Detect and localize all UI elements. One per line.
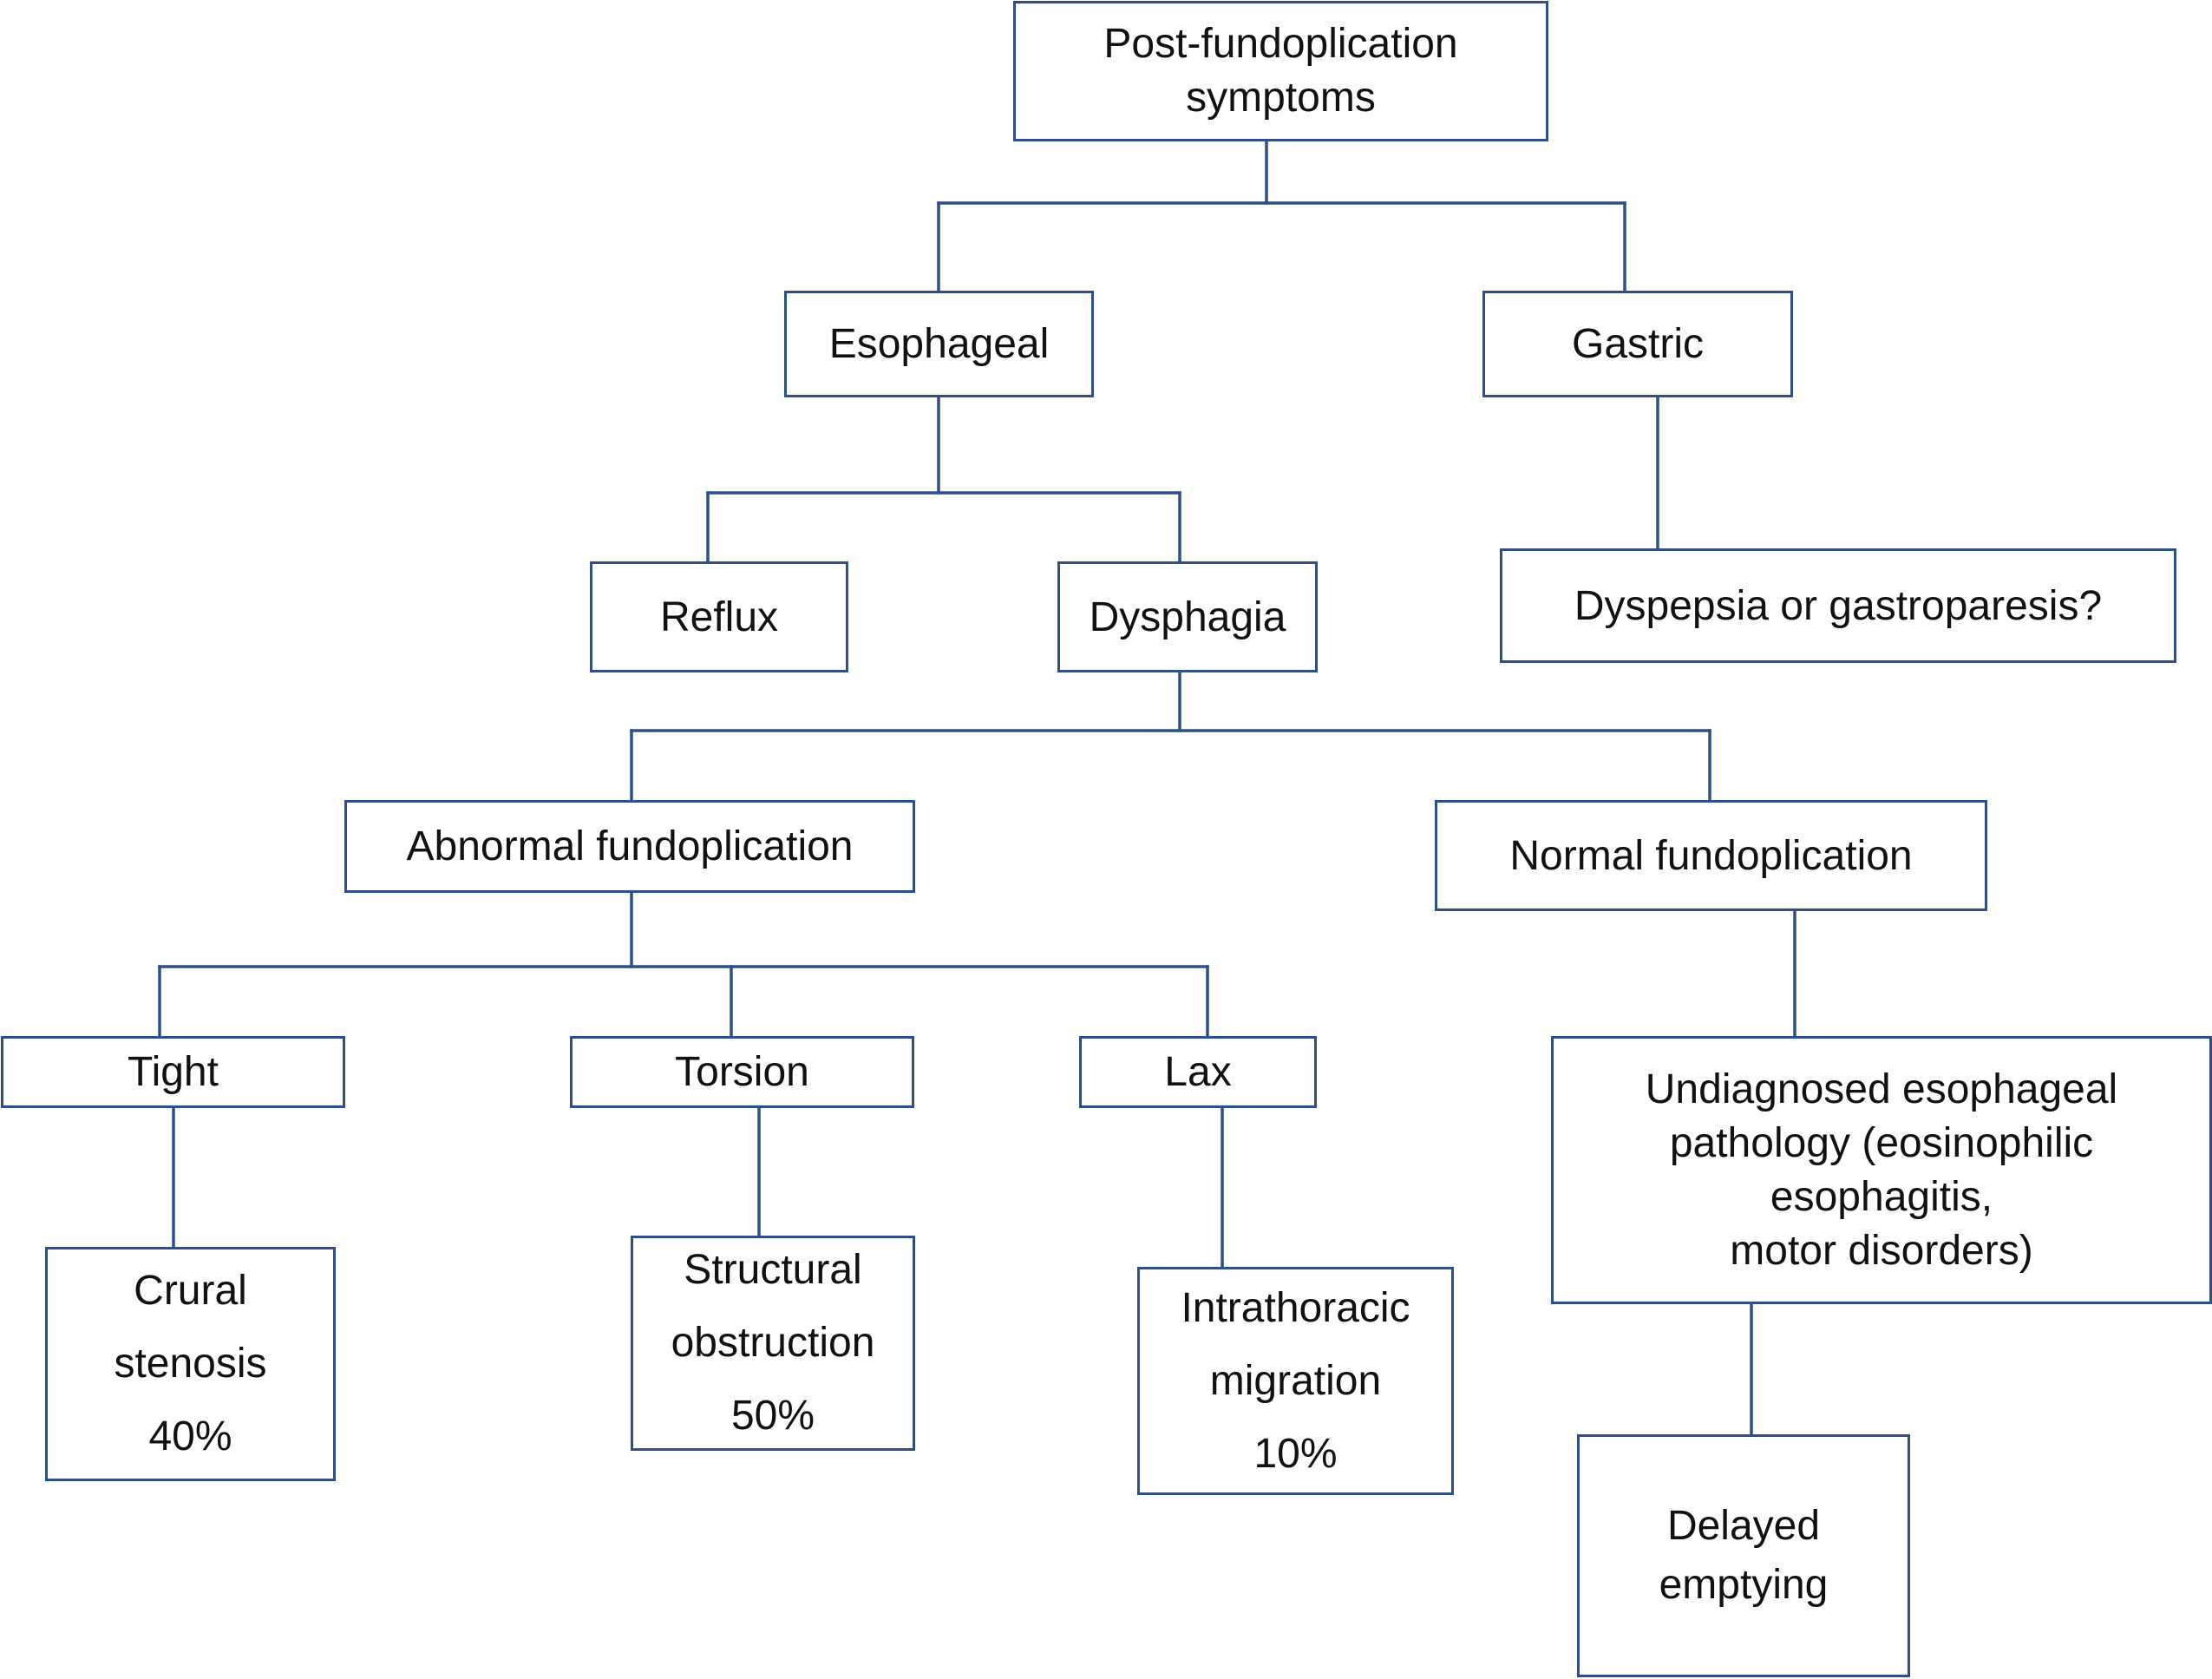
normal-fundoplication-node: Normal fundoplication	[1435, 800, 1987, 911]
dysphagia-label: Dysphagia	[1089, 594, 1286, 640]
intrathoracic-migration-node: Intrathoracic migration 10%	[1137, 1267, 1454, 1495]
gastric-label: Gastric	[1571, 321, 1704, 367]
crural-stenosis-line1: Crural	[134, 1268, 247, 1314]
delayed-emptying-node: Delayed emptying	[1577, 1434, 1910, 1677]
esophageal-label: Esophageal	[828, 321, 1050, 367]
reflux-node: Reflux	[590, 561, 848, 672]
delayed-emptying-line1: Delayed	[1666, 1503, 1821, 1549]
dyspepsia-label: Dyspepsia or gastroparesis?	[1574, 582, 2103, 629]
structural-obstruction-line1: Structural	[684, 1247, 862, 1293]
undiagnosed-pathology-line3: esophagitis,	[1770, 1173, 1993, 1220]
intrathoracic-migration-line1: Intrathoracic	[1181, 1284, 1410, 1331]
torsion-label: Torsion	[675, 1049, 809, 1095]
crural-stenosis-node: Crural stenosis 40%	[45, 1247, 336, 1481]
reflux-label: Reflux	[659, 594, 779, 640]
dyspepsia-node: Dyspepsia or gastroparesis?	[1500, 548, 2176, 663]
delayed-emptying-line2: emptying	[1659, 1562, 1829, 1608]
torsion-node: Torsion	[570, 1036, 914, 1108]
intrathoracic-migration-percent: 10%	[1253, 1430, 1338, 1477]
abnormal-fundoplication-label: Abnormal fundoplication	[406, 823, 854, 869]
root-node: Post-fundoplication symptoms	[1013, 1, 1548, 141]
structural-obstruction-node: Structural obstruction 50%	[631, 1236, 915, 1451]
root-label-line1: Post-fundoplication	[1103, 21, 1458, 67]
undiagnosed-pathology-line4: motor disorders)	[1730, 1227, 2033, 1274]
normal-fundoplication-label: Normal fundoplication	[1509, 832, 1913, 879]
abnormal-fundoplication-node: Abnormal fundoplication	[344, 800, 915, 893]
intrathoracic-migration-line2: migration	[1209, 1357, 1382, 1404]
lax-node: Lax	[1079, 1036, 1317, 1108]
structural-obstruction-percent: 50%	[730, 1393, 815, 1439]
root-label-line2: symptoms	[1186, 75, 1376, 121]
crural-stenosis-line2: stenosis	[114, 1341, 267, 1387]
structural-obstruction-line2: obstruction	[671, 1320, 875, 1366]
undiagnosed-pathology-line1: Undiagnosed esophageal	[1645, 1066, 2118, 1112]
esophageal-node: Esophageal	[784, 291, 1094, 397]
dysphagia-node: Dysphagia	[1057, 561, 1318, 672]
undiagnosed-pathology-node: Undiagnosed esophageal pathology (eosino…	[1551, 1036, 2212, 1304]
gastric-node: Gastric	[1482, 291, 1793, 397]
undiagnosed-pathology-line2: pathology (eosinophilic	[1669, 1119, 2094, 1166]
crural-stenosis-percent: 40%	[148, 1413, 232, 1459]
lax-label: Lax	[1164, 1049, 1232, 1095]
tight-label: Tight	[128, 1049, 219, 1095]
tight-node: Tight	[1, 1036, 345, 1108]
